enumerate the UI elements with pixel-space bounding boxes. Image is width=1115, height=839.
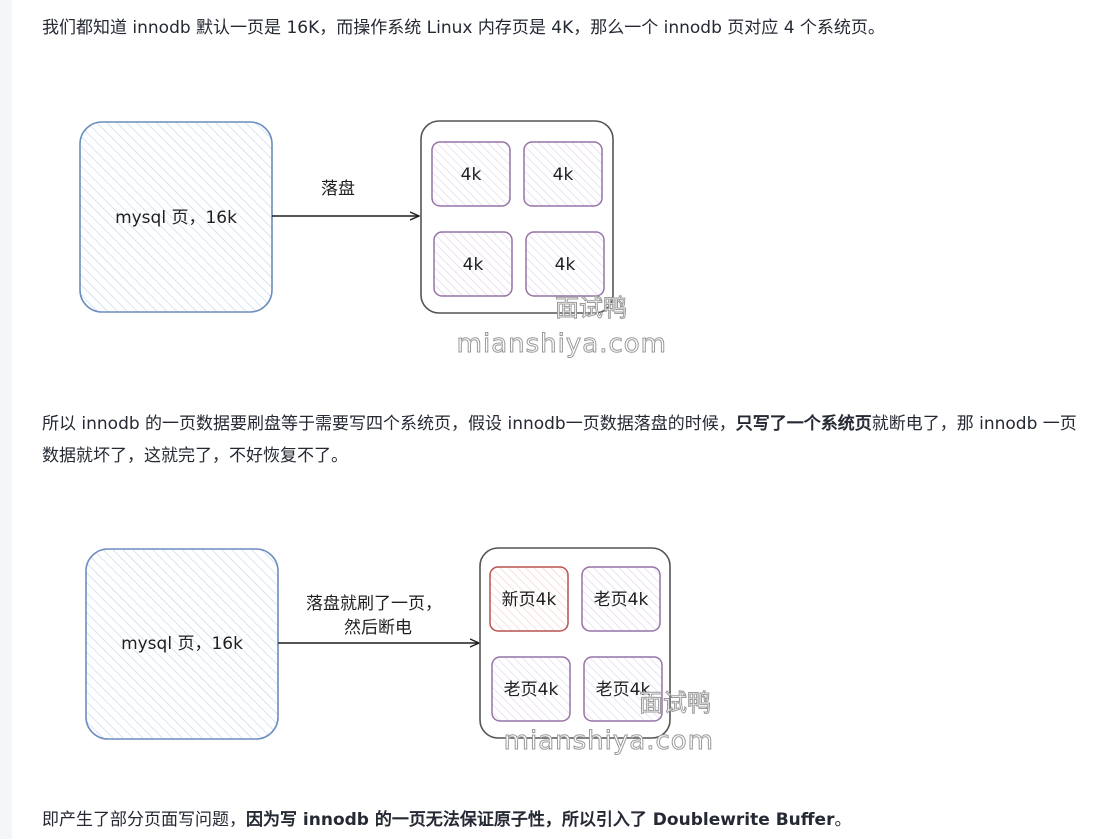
paragraph-doublewrite-text-start: 即产生了部分页面写问题， (42, 810, 246, 830)
mysql-page-label: mysql 页，16k (121, 634, 243, 654)
watermark-cn: 面试鸭 (555, 294, 627, 322)
old-page-cell-label: 老页4k (594, 590, 649, 610)
paragraph-doublewrite-text-end: 。 (834, 810, 852, 830)
paragraph-torn-write-text-start: 所以 innodb 的一页数据要刷盘等于需要写四个系统页，假设 innodb一页… (42, 414, 736, 434)
paragraph-doublewrite: 即产生了部分页面写问题，因为写 innodb 的一页无法保证原子性，所以引入了 … (42, 804, 1087, 836)
watermark-en: mianshiya.com (504, 726, 714, 756)
diagram-partial-write: mysql 页，16k 落盘就刷了一页， 然后断电 新页4k 老页4k 老页4k… (78, 545, 714, 760)
old-page-cell (491, 656, 571, 722)
os-page-cell-label: 4k (555, 255, 576, 275)
os-page-cell (523, 141, 603, 207)
mysql-page-label: mysql 页，16k (115, 208, 237, 228)
paragraph-torn-write-text-end: 就断电了，那 innodb 一页数据就坏了，这就完了，不好恢复不了。 (42, 414, 1077, 466)
flush-arrow-label-line1: 落盘就刷了一页， (306, 594, 442, 614)
paragraph-page-size: 我们都知道 innodb 默认一页是 16K，而操作系统 Linux 内存页是 … (42, 12, 1087, 44)
old-page-cell-label: 老页4k (596, 680, 651, 700)
flush-arrow-label: 落盘 (321, 179, 355, 199)
watermark-en: mianshiya.com (457, 329, 667, 359)
mysql-page-box (85, 548, 279, 740)
diagram-page-mapping: mysql 页，16k 落盘 4k 4k 4k 4k 面试鸭 mianshiya… (72, 118, 667, 360)
paragraph-torn-write: 所以 innodb 的一页数据要刷盘等于需要写四个系统页，假设 innodb一页… (42, 408, 1087, 472)
os-page-cell-label: 4k (553, 165, 574, 185)
new-page-cell (489, 566, 569, 632)
os-page-cell (525, 231, 605, 297)
watermark-cn: 面试鸭 (639, 689, 711, 717)
paragraph-torn-write-emphasis: 只写了一个系统页 (735, 414, 872, 434)
os-page-cell-label: 4k (463, 255, 484, 275)
os-page-cell-label: 4k (461, 165, 482, 185)
paragraph-doublewrite-emphasis: 因为写 innodb 的一页无法保证原子性，所以引入了 Doublewrite … (246, 810, 835, 830)
article-body: 我们都知道 innodb 默认一页是 16K，而操作系统 Linux 内存页是 … (12, 0, 1115, 839)
mysql-page-box (79, 121, 273, 313)
os-page-cell (433, 231, 513, 297)
new-page-cell-label: 新页4k (502, 590, 557, 610)
old-page-cell (581, 566, 661, 632)
old-page-cell (583, 656, 663, 722)
os-page-cell (431, 141, 511, 207)
paragraph-page-size-text: 我们都知道 innodb 默认一页是 16K，而操作系统 Linux 内存页是 … (42, 18, 885, 38)
flush-arrow-label-line2: 然后断电 (344, 618, 412, 638)
old-page-cell-label: 老页4k (504, 680, 559, 700)
